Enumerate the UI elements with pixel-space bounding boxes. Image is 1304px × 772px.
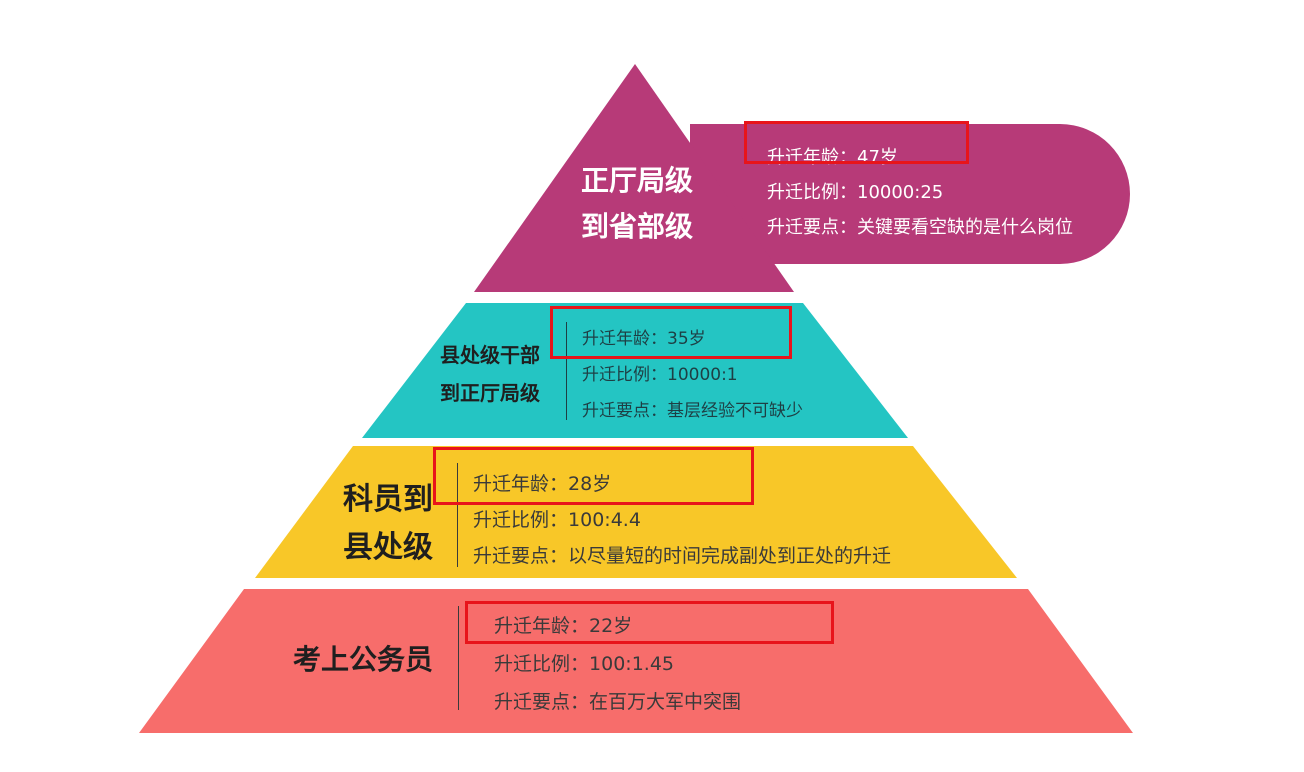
key-label: 升迁要点 [473,545,550,567]
tier-3-divider [457,463,458,567]
age-value: 35岁 [667,329,706,349]
tier-4-age-highlight [465,601,834,644]
tier-4-info: 升迁年龄：22岁 升迁比例：100:1.45 升迁要点：在百万大军中突围 [494,607,741,721]
separator: ： [839,182,857,203]
ratio-value: 10000:25 [857,182,944,203]
separator: ： [650,329,667,349]
tier-2-key-row: 升迁要点：基层经验不可缺少 [582,393,803,429]
tier-3-age-row: 升迁年龄：28岁 [473,466,891,502]
age-value: 28岁 [568,473,612,495]
tier-4-label: 考上公务员 [293,640,433,680]
tier-4-shape [139,589,1133,733]
tier-1-label-line: 到省部级 [581,210,694,243]
ratio-value: 100:1.45 [589,653,675,675]
tier-3-age-highlight [433,447,754,505]
tier-2-info: 升迁年龄：35岁 升迁比例：10000:1 升迁要点：基层经验不可缺少 [582,321,803,429]
tier-3-info: 升迁年龄：28岁 升迁比例：100:4.4 升迁要点：以尽量短的时间完成副处到正… [473,466,891,574]
separator: ： [570,615,590,637]
ratio-label: 升迁比例 [582,365,650,385]
age-label: 升迁年龄 [494,615,571,637]
age-label: 升迁年龄 [473,473,550,495]
key-value: 关键要看空缺的是什么岗位 [857,217,1073,238]
separator: ： [549,545,569,567]
ratio-value: 10000:1 [667,365,738,385]
tier-2-ratio-row: 升迁比例：10000:1 [582,357,803,393]
ratio-label: 升迁比例 [767,182,839,203]
key-value: 以尽量短的时间完成副处到正处的升迁 [568,545,892,567]
tier-1-ratio-row: 升迁比例：10000:25 [767,175,1073,210]
tier-3-label-line: 科员到 [343,482,433,517]
tier-2-label-line: 到正厅局级 [440,381,540,405]
tier-3-label: 科员到 县处级 [343,476,433,572]
tier-1-label-line: 正厅局级 [581,164,694,197]
age-value: 22岁 [589,615,633,637]
ratio-label: 升迁比例 [473,509,550,531]
tier-1-key-row: 升迁要点：关键要看空缺的是什么岗位 [767,210,1073,245]
tier-3-label-line: 县处级 [343,530,433,565]
tier-1-age-highlight [744,121,969,164]
tier-1-label: 正厅局级 到省部级 [581,158,693,250]
tier-2-label-line: 县处级干部 [440,343,540,367]
separator: ： [650,365,667,385]
separator: ： [549,509,569,531]
tier-2-shape [362,303,908,438]
key-label: 升迁要点 [494,691,571,713]
tier-3-key-row: 升迁要点：以尽量短的时间完成副处到正处的升迁 [473,538,891,574]
key-label: 升迁要点 [582,401,650,421]
separator: ： [839,217,857,238]
tier-3-ratio-row: 升迁比例：100:4.4 [473,502,891,538]
key-value: 基层经验不可缺少 [667,401,803,421]
tier-1-bubble [690,124,1130,264]
tier-2-divider [566,322,567,420]
tier-4-label-line: 考上公务员 [293,643,434,676]
tier-2-label: 县处级干部 到正厅局级 [440,336,540,412]
tier-1-shape [474,64,794,292]
tier-4-age-row: 升迁年龄：22岁 [494,607,741,645]
tier-4-ratio-row: 升迁比例：100:1.45 [494,645,741,683]
ratio-value: 100:4.4 [568,509,641,531]
ratio-label: 升迁比例 [494,653,571,675]
tier-4-divider [458,606,459,710]
tier-3-shape [255,446,1017,578]
tier-2-age-highlight [550,306,792,359]
separator: ： [570,691,590,713]
separator: ： [650,401,667,421]
key-label: 升迁要点 [767,217,839,238]
key-value: 在百万大军中突围 [589,691,742,713]
tier-2-age-row: 升迁年龄：35岁 [582,321,803,357]
tier-4-key-row: 升迁要点：在百万大军中突围 [494,683,741,721]
separator: ： [549,473,569,495]
separator: ： [570,653,590,675]
age-label: 升迁年龄 [582,329,650,349]
